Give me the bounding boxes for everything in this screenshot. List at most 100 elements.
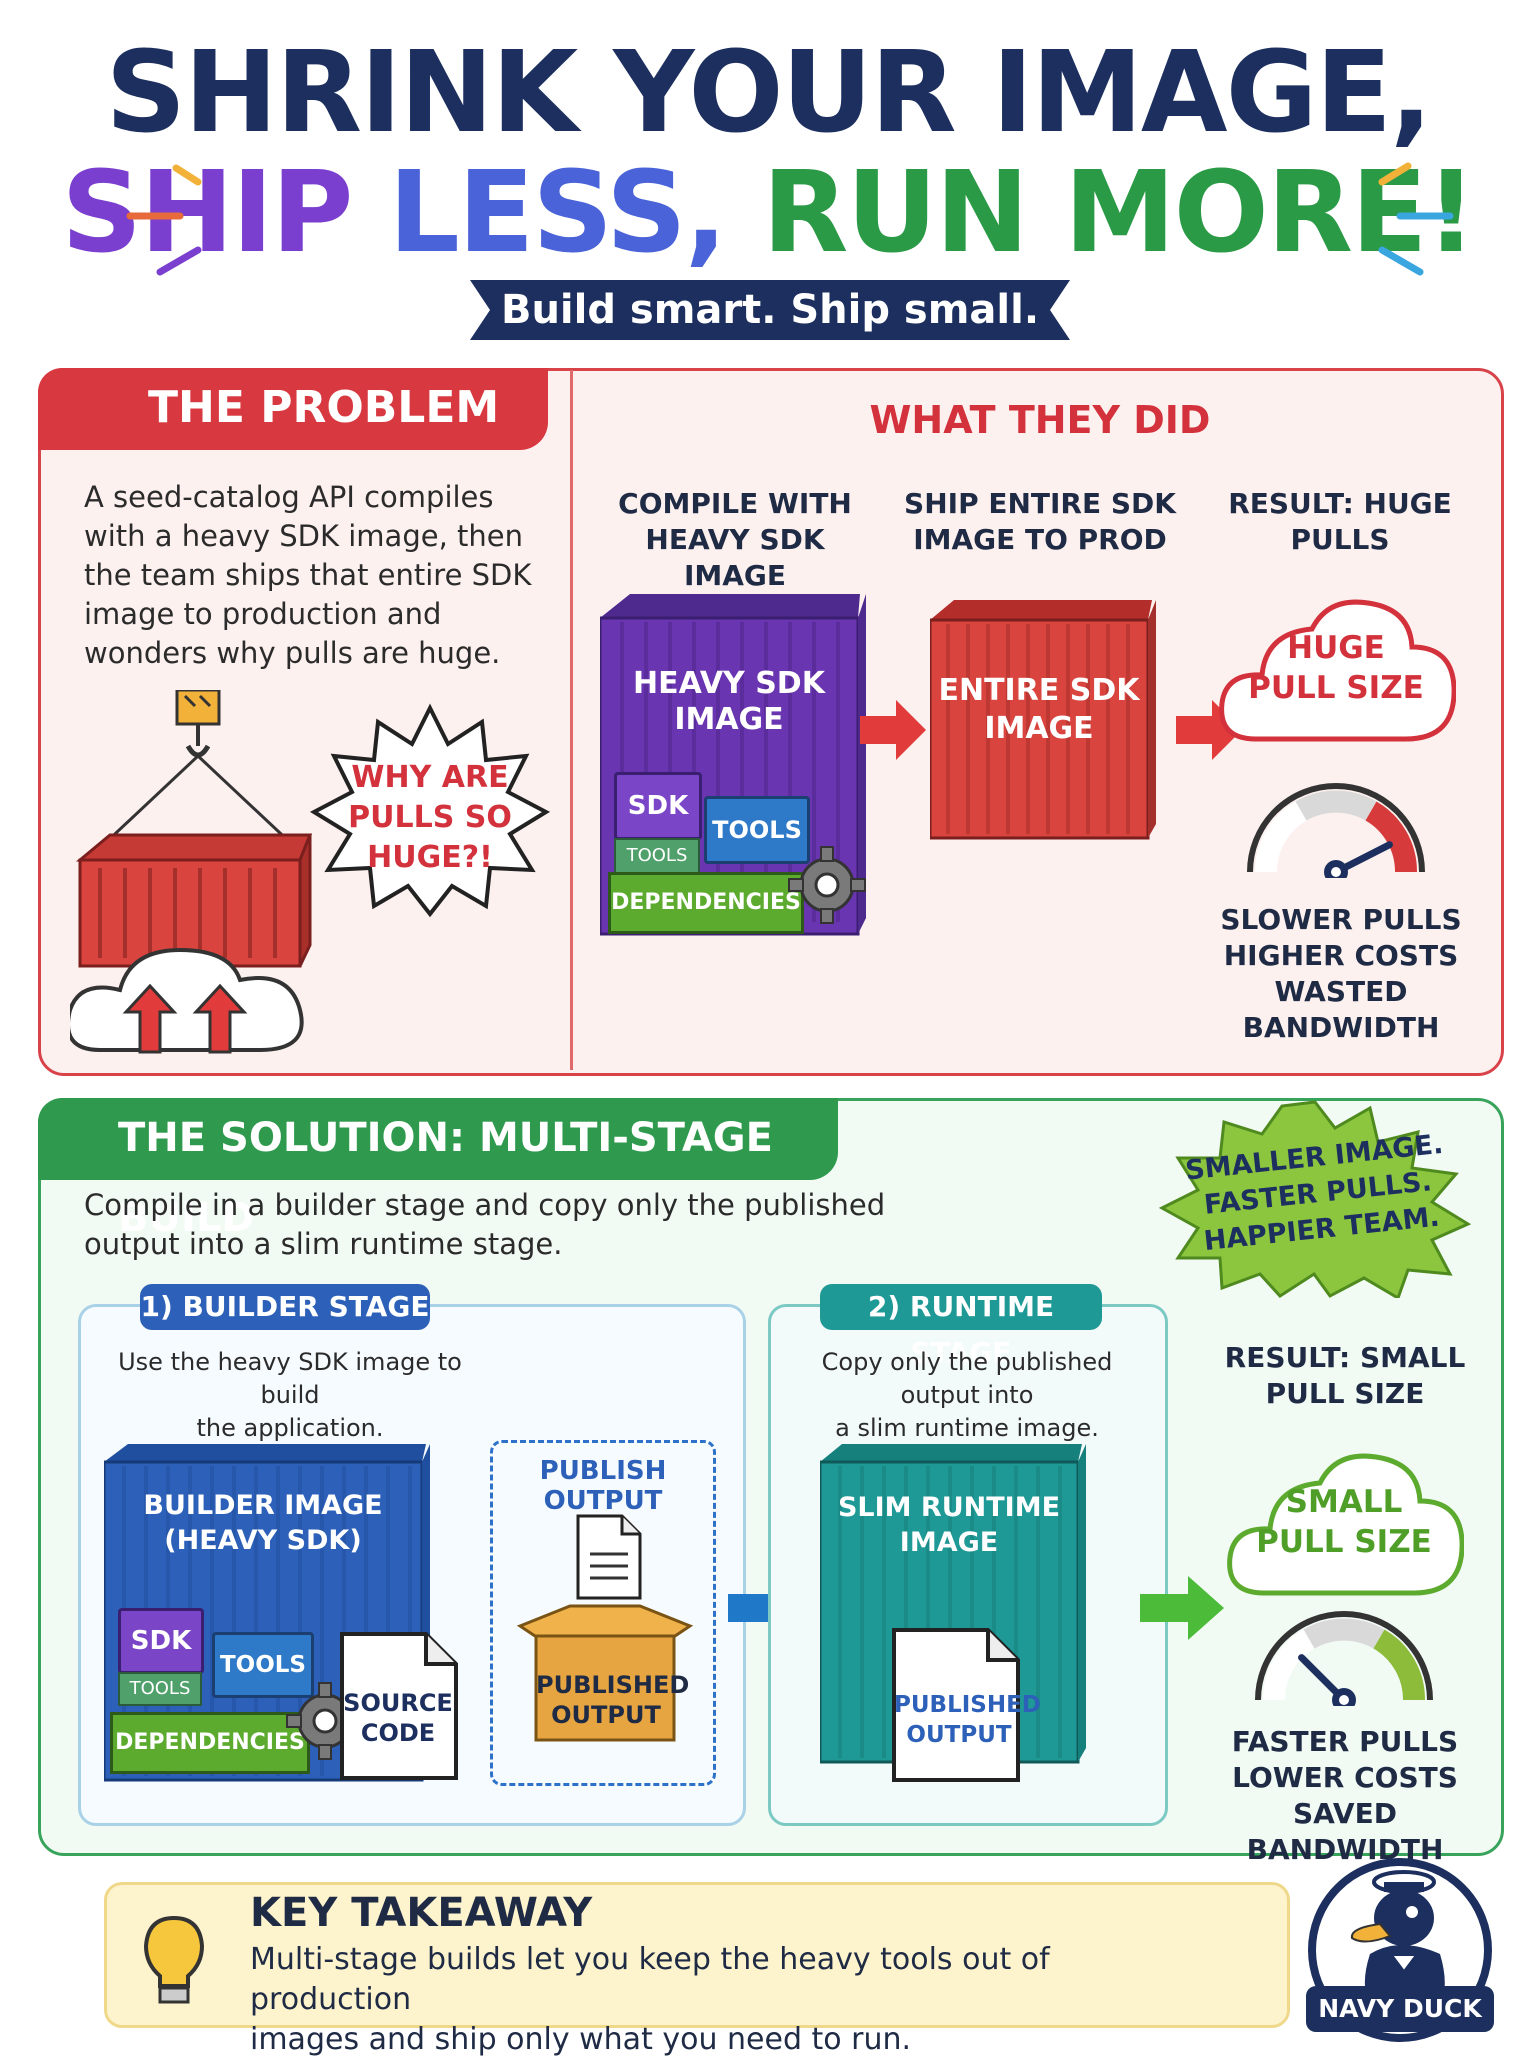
sparkle-left-icon (126, 164, 202, 276)
runtime-desc-1: Copy only the published output into (821, 1348, 1113, 1409)
builder-image-label-1: BUILDER IMAGE (143, 1490, 383, 1521)
col1-heading-2: HEAVY SDK IMAGE (645, 523, 825, 592)
heavy-sdk-label-1: HEAVY SDK (633, 666, 825, 701)
builder-tools-block: TOOLS (212, 1632, 314, 1698)
sdk-block: SDK (614, 772, 702, 840)
tools-block: TOOLS (704, 796, 810, 864)
builder-sdk-block: SDK (118, 1608, 204, 1674)
result-small-heading-2: PULL SIZE (1265, 1377, 1425, 1410)
builder-tools-small-block: TOOLS (118, 1672, 202, 1706)
burst-line-3: HUGE?! (367, 840, 493, 875)
document-icon (576, 1514, 642, 1600)
tagline: Build smart. Ship small. (500, 287, 1040, 333)
key-takeaway-text: Multi-stage builds let you keep the heav… (250, 1940, 1150, 2060)
published-box-label-1: PUBLISHED (536, 1671, 690, 1699)
builder-desc-1: Use the heavy SDK image to build (118, 1348, 462, 1409)
sparkle-right-icon (1378, 162, 1454, 276)
huge-cloud-line-2: PULL SIZE (1248, 670, 1424, 706)
navy-duck-label: NAVY DUCK (1306, 1986, 1494, 2032)
col2-heading-1: SHIP ENTIRE SDK (904, 487, 1176, 520)
source-code-doc-icon (340, 1632, 458, 1780)
why-burst-icon (309, 703, 551, 918)
title-run-more: RUN MORE! (762, 148, 1476, 278)
publish-output-box (490, 1440, 716, 1786)
huge-cloud-text: HUGE PULL SIZE (1216, 628, 1456, 708)
effect-lower-costs: LOWER COSTS (1232, 1761, 1458, 1794)
builder-stage-desc: Use the heavy SDK image to build the app… (100, 1346, 480, 1445)
gauge-low-icon (1255, 1611, 1433, 1706)
published-box-icon (516, 1604, 694, 1742)
lightbulb-icon (143, 1915, 205, 2004)
effect-faster: FASTER PULLS (1231, 1725, 1459, 1758)
key-takeaway-line-1: Multi-stage builds let you keep the heav… (250, 1942, 1050, 2017)
slim-runtime-label-1: SLIM RUNTIME (837, 1492, 1061, 1523)
entire-sdk-label-2: IMAGE (984, 711, 1094, 746)
title-line-2: SHIP LESS, RUN MORE! (0, 148, 1536, 278)
builder-stage-pill: 1) BUILDER STAGE (140, 1284, 430, 1330)
small-cloud-icon (1227, 1453, 1464, 1596)
problem-divider (570, 370, 573, 1070)
published-doc-icon (892, 1628, 1020, 1782)
key-takeaway-heading: KEY TAKEAWAY (250, 1890, 593, 1936)
dependencies-block: DEPENDENCIES (608, 872, 804, 934)
entire-sdk-label-1: ENTIRE SDK (938, 673, 1140, 708)
solution-text: Compile in a builder stage and copy only… (84, 1188, 886, 1261)
effect-slower: SLOWER PULLS (1220, 903, 1462, 936)
what-they-did-heading: WHAT THEY DID (869, 398, 1211, 442)
arrow-right-icon (860, 700, 926, 760)
small-cloud-line-1: SMALL (1285, 1484, 1403, 1520)
runtime-desc-2: a slim runtime image. (835, 1414, 1099, 1442)
heavy-sdk-label-2: IMAGE (674, 702, 784, 737)
title-less: LESS, (388, 148, 763, 278)
small-cloud-text: SMALL PULL SIZE (1224, 1482, 1464, 1562)
publish-output-label: PUBLISH OUTPUT (539, 1456, 667, 1516)
builder-desc-2: the application. (196, 1414, 384, 1442)
title-ship: SHIP (61, 148, 389, 278)
col3-heading-2: PULLS (1290, 523, 1390, 556)
effect-higher-costs: HIGHER COSTS (1223, 939, 1459, 972)
entire-sdk-container (930, 600, 1156, 840)
runtime-stage-pill: 2) RUNTIME STAGE (820, 1284, 1102, 1369)
gauge-high-icon (1247, 783, 1425, 878)
col1-heading-1: COMPILE WITH (618, 487, 852, 520)
solution-effects: FASTER PULLS LOWER COSTS SAVED BANDWIDTH (1200, 1724, 1490, 1868)
source-label-2: CODE (360, 1719, 436, 1747)
result-small-heading-1: RESULT: SMALL (1224, 1341, 1466, 1374)
key-takeaway-line-2: images and ship only what you need to ru… (250, 2022, 912, 2057)
burst-line-2: PULLS SO (348, 800, 512, 835)
key-takeaway-box (104, 1882, 1290, 2028)
runtime-stage-desc: Copy only the published output into a sl… (782, 1346, 1152, 1445)
huge-cloud-line-1: HUGE (1287, 630, 1385, 666)
published-box-label-2: OUTPUT (551, 1701, 661, 1729)
builder-image-label-2: (HEAVY SDK) (164, 1525, 362, 1556)
small-cloud-line-2: PULL SIZE (1256, 1524, 1432, 1560)
solution-tab: THE SOLUTION: MULTI-STAGE BUILD (38, 1098, 838, 1241)
problem-text: A seed-catalog API compiles with a heavy… (84, 480, 532, 670)
builder-gear-icon (286, 1682, 364, 1760)
col2-heading-2: IMAGE TO PROD (913, 523, 1167, 556)
published-doc-label-2: OUTPUT (906, 1722, 1012, 1748)
crane-container-icon (70, 690, 313, 1054)
builder-dependencies-block: DEPENDENCIES (110, 1712, 310, 1774)
title-line-1: SHRINK YOUR IMAGE, (105, 28, 1432, 158)
gear-icon (788, 846, 866, 924)
builder-image-label: BUILDER IMAGE (HEAVY SDK) (104, 1488, 422, 1558)
problem-tab: THE PROBLEM (38, 368, 548, 450)
tools-small-block: TOOLS (614, 838, 700, 874)
arrow-green-icon (1140, 1576, 1224, 1640)
col3-heading-1: RESULT: HUGE (1228, 487, 1452, 520)
why-burst-text: WHY ARE PULLS SO HUGE?! (330, 758, 530, 878)
problem-effects: SLOWER PULLS HIGHER COSTS WASTED BANDWID… (1196, 902, 1486, 1046)
tagline-ribbon (470, 280, 1070, 340)
burst-line-1: WHY ARE (351, 760, 509, 795)
source-label-1: SOURCE (343, 1689, 453, 1717)
